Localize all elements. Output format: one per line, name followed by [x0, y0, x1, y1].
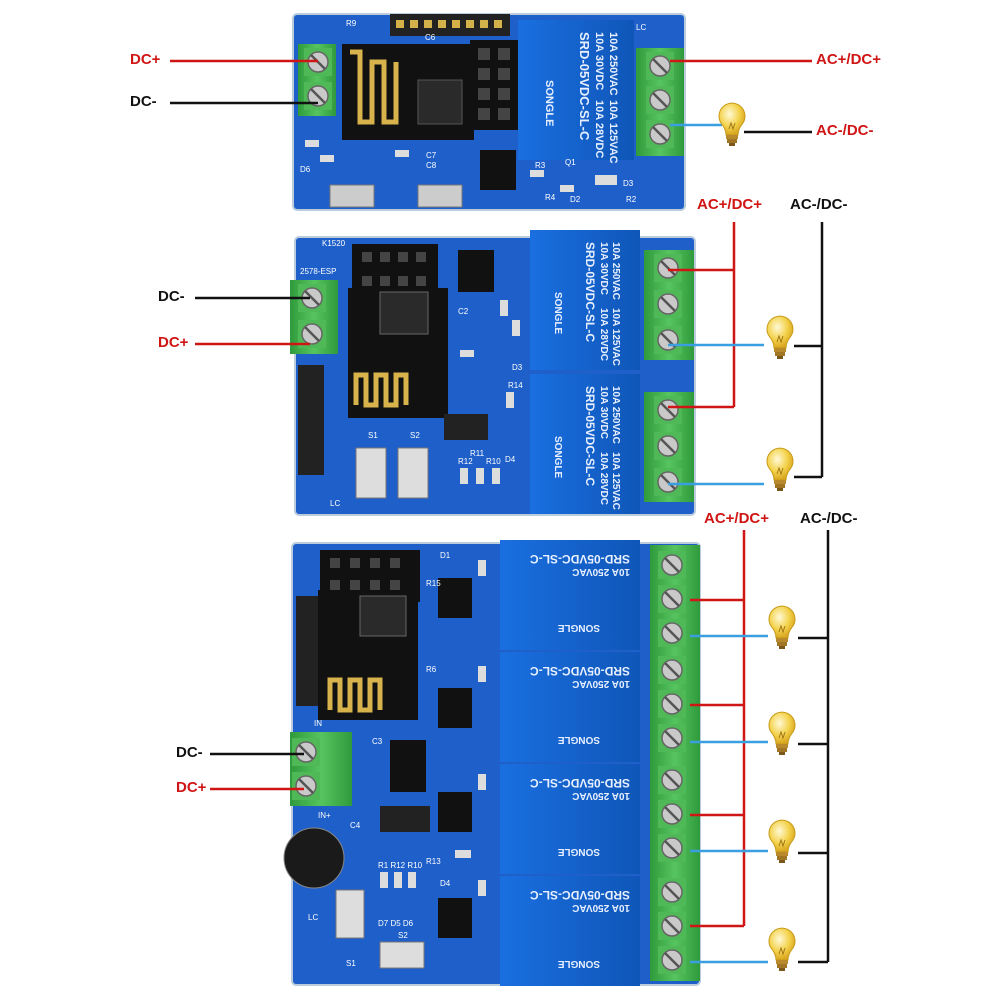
board1-relay-rating4: 10A 28VDC	[593, 100, 605, 158]
board2-dc-minus-label: DC-	[158, 288, 185, 305]
board3-wires	[210, 530, 830, 964]
board2-silk-c2: C2	[458, 307, 469, 316]
board1-relay-rating1: 10A 250VAC	[607, 32, 619, 96]
board1-silk-d2: D2	[570, 195, 581, 204]
board3-silk-in2: IN	[314, 719, 322, 728]
board2-dc-plus-label: DC+	[158, 334, 189, 351]
board2-bulb2-icon	[766, 447, 794, 492]
board3-ac-minus-label: AC-/DC-	[800, 510, 858, 527]
board3-silk-r15: R15	[426, 579, 441, 588]
board1-silk-d6: D6	[300, 165, 311, 174]
board3-relay3-model: SRD-05VDC-SL-C	[530, 776, 630, 790]
board2-silk-r14: R14	[508, 381, 523, 390]
board1-relay-rating2: 10A 30VDC	[593, 32, 605, 90]
board2-relay2-rating4: 10A 28VDC	[598, 452, 609, 505]
board3-relay2-brand: SONGLE	[557, 734, 600, 745]
board3-silk-in: IN+	[318, 811, 331, 820]
board3-relay2-rating1: 10A 250VAC	[572, 678, 630, 689]
board3-silk-d1: D1	[440, 551, 451, 560]
board1-silk-lc: LC	[636, 23, 646, 32]
board2-silk-r12: R12	[458, 457, 473, 466]
board2-silk-id2: 2578-ESP	[300, 267, 336, 276]
board2-ac-minus-label: AC-/DC-	[790, 196, 848, 213]
board1-ac-minus-label: AC-/DC-	[816, 122, 874, 139]
board2-relay2-model: SRD-05VDC-SL-C	[583, 386, 597, 486]
board1-dc-minus-label: DC-	[130, 93, 157, 110]
board2-bulb1-icon	[766, 315, 794, 360]
board3-silk-c4: C4	[350, 821, 361, 830]
board3-relay4-model: SRD-05VDC-SL-C	[530, 888, 630, 902]
board3-dc-plus-label: DC+	[176, 779, 207, 796]
board3-bulb1-icon	[768, 605, 796, 650]
board3-bulb3-icon	[768, 819, 796, 864]
board3-pcb	[283, 540, 701, 986]
board2-silk-r10: R10	[486, 457, 501, 466]
board1-silk-d3: D3	[623, 179, 634, 188]
board3-relay3-rating1: 10A 250VAC	[572, 790, 630, 801]
board3-ac-plus-label: AC+/DC+	[704, 510, 770, 527]
board3-silk-r6: R6	[426, 665, 437, 674]
board3-silk-d4: D4	[440, 879, 451, 888]
board3-bulb4-icon	[768, 927, 796, 972]
board3-relay1-brand: SONGLE	[557, 622, 600, 633]
board2-ac-plus-label: AC+/DC+	[697, 196, 763, 213]
board3-silk-s2: S2	[398, 931, 408, 940]
board3-relay3-brand: SONGLE	[557, 846, 600, 857]
board2-silk-id1: K1520	[322, 239, 346, 248]
board2-wires	[195, 222, 824, 486]
board3-silk-s1: S1	[346, 959, 356, 968]
board3-silk-d7: D7 D5 D6	[378, 919, 414, 928]
board2-relay2-rating1: 10A 250VAC	[610, 386, 621, 444]
board3-dc-minus-label: DC-	[176, 744, 203, 761]
board1-relay-brand: SONGLE	[543, 80, 555, 126]
board1-silk-c8: C8	[426, 161, 437, 170]
board2-relay1-rating2: 10A 30VDC	[598, 242, 609, 295]
board3-silk-r12: R1 R12 R10	[378, 861, 423, 870]
board1-relay-model: SRD-05VDC-SL-C	[577, 32, 592, 141]
board2-relay2-rating2: 10A 30VDC	[598, 386, 609, 439]
board3-silk-c3: C3	[372, 737, 383, 746]
board3-relay4-rating1: 10A 250VAC	[572, 902, 630, 913]
board2-relay1-rating1: 10A 250VAC	[610, 242, 621, 300]
board3-relay2-model: SRD-05VDC-SL-C	[530, 664, 630, 678]
board1-silk-c7: C7	[426, 151, 437, 160]
board1-bulb-icon	[718, 102, 746, 147]
board2-relay1-rating3: 10A 125VAC	[610, 308, 621, 366]
board3-relay1-model: SRD-05VDC-SL-C	[530, 552, 630, 566]
board2-silk-s2: S2	[410, 431, 420, 440]
board2-relay2-brand: SONGLE	[552, 436, 563, 479]
board1-silk-r4: R4	[545, 193, 556, 202]
board1-relay-rating3: 10A 125VAC	[607, 100, 619, 164]
board1-ac-plus-label: AC+/DC+	[816, 51, 882, 68]
board1-dc-plus-label: DC+	[130, 51, 161, 68]
board2-relay1-brand: SONGLE	[552, 292, 563, 335]
board2-relay1-model: SRD-05VDC-SL-C	[583, 242, 597, 342]
board1-pcb	[292, 13, 686, 211]
board2-relay1-rating4: 10A 28VDC	[598, 308, 609, 361]
board2-silk-r11: R11	[470, 449, 485, 458]
board3-silk-lc: LC	[308, 913, 318, 922]
board1-wires	[170, 59, 812, 134]
board2-silk-lc: LC	[330, 499, 340, 508]
board1-silk-r9: R9	[346, 19, 357, 28]
board3-relay1-rating1: 10A 250VAC	[572, 566, 630, 577]
board2-pcb	[290, 230, 696, 516]
board2-silk-s1: S1	[368, 431, 378, 440]
board1-silk-c6: C6	[425, 33, 436, 42]
board1-silk-r2: R2	[626, 195, 637, 204]
board2-silk-d4: D4	[505, 455, 516, 464]
board2-relay2-rating3: 10A 125VAC	[610, 452, 621, 510]
board1-silk-r3: R3	[535, 161, 546, 170]
board3-silk-r13: R13	[426, 857, 441, 866]
board2-silk-d3: D3	[512, 363, 523, 372]
board1-silk-q1: Q1	[565, 158, 576, 167]
board3-bulb2-icon	[768, 711, 796, 756]
board3-relay4-brand: SONGLE	[557, 958, 600, 969]
